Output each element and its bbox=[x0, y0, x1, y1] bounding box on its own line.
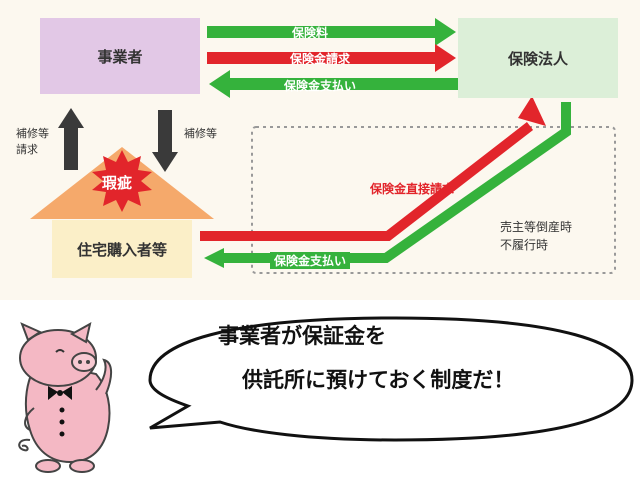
diagram-arrows bbox=[30, 18, 616, 274]
bankruptcy-note-line1: 売主等倒産時 bbox=[500, 220, 573, 234]
arrow-claim bbox=[207, 44, 456, 72]
defect-starburst bbox=[92, 150, 152, 212]
premium-label: 保険料 bbox=[292, 26, 329, 40]
payout-label: 保険金支払い bbox=[284, 79, 357, 93]
bankruptcy-note-line2: 不履行時 bbox=[500, 238, 549, 252]
bankruptcy-note: 売主等倒産時 不履行時 bbox=[500, 218, 572, 254]
repair-request-label: 補修等 請求 bbox=[16, 126, 49, 158]
arrow-repair-down bbox=[152, 110, 178, 172]
arrow-payout bbox=[209, 70, 458, 98]
arrow-direct-payout-head bbox=[204, 248, 224, 268]
bottom-illustration bbox=[18, 316, 634, 473]
repair-request-line1: 補修等 bbox=[16, 127, 49, 140]
business-operator-box: 事業者 bbox=[40, 18, 200, 94]
repair-request-line2: 請求 bbox=[16, 143, 38, 156]
bankruptcy-dashed-frame bbox=[251, 126, 616, 274]
arrow-direct-claim bbox=[200, 122, 534, 241]
pig-mascot bbox=[18, 322, 112, 473]
home-buyer-label: 住宅購入者等 bbox=[76, 240, 167, 259]
insurance-corp-label: 保険法人 bbox=[507, 49, 568, 68]
speech-bubble bbox=[148, 316, 634, 442]
defect-badge-label: 瑕疵 bbox=[102, 174, 133, 192]
direct-claim-label: 保険金直接請求 bbox=[370, 182, 455, 196]
home-buyer-box: 住宅購入者等 bbox=[52, 220, 192, 278]
speech-line2: 供託所に預けておく制度だ！ bbox=[242, 367, 515, 392]
repair-label: 補修等 bbox=[184, 127, 217, 140]
insurance-corp-box: 保険法人 bbox=[458, 18, 618, 98]
arrow-direct-claim-head bbox=[518, 96, 546, 126]
arrow-repair-request-up bbox=[58, 108, 84, 170]
business-operator-label: 事業者 bbox=[97, 47, 143, 66]
claim-label: 保険金請求 bbox=[290, 52, 351, 66]
arrow-premium bbox=[207, 18, 456, 46]
direct-payout-label: 保険金支払い bbox=[270, 252, 351, 269]
speech-line1: 事業者が保証金を bbox=[218, 323, 386, 348]
